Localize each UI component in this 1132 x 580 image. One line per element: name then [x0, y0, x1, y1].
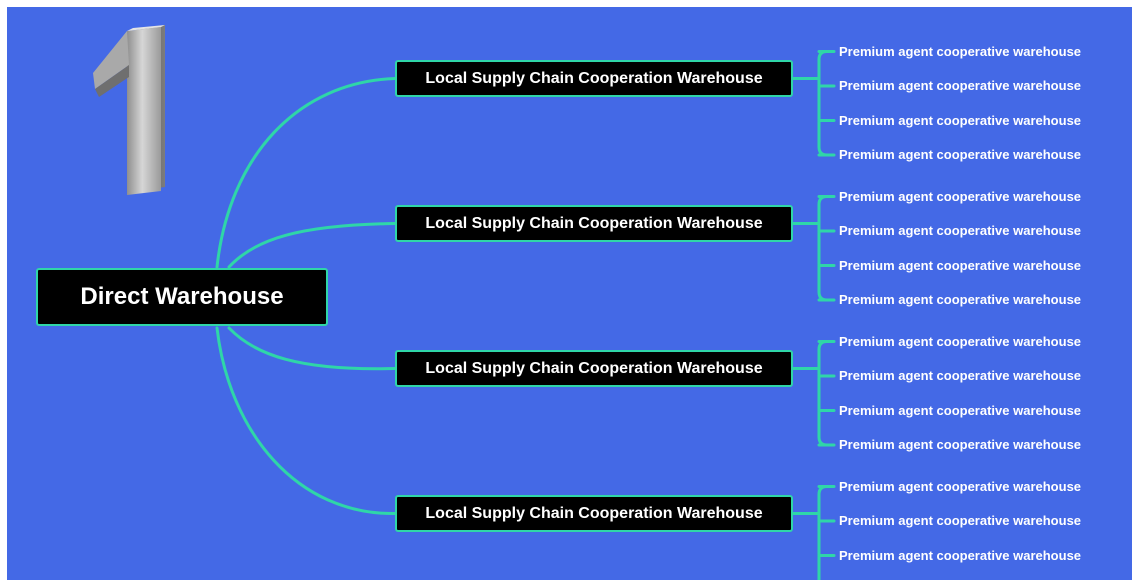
branch-node-label: Local Supply Chain Cooperation Warehouse [425, 359, 763, 377]
leaf-node[interactable]: Premium agent cooperative warehouse [839, 147, 1082, 162]
leaf-node[interactable]: Premium agent cooperative warehouse [839, 437, 1082, 452]
leaf-node[interactable]: Premium agent cooperative warehouse [839, 43, 1082, 59]
branch-node-label: Local Supply Chain Cooperation Warehouse [425, 214, 763, 232]
leaf-node[interactable]: Premium agent cooperative warehouse [839, 292, 1082, 307]
leaf-node[interactable]: Premium agent cooperative warehouse [839, 257, 1082, 273]
mind-map-canvas: 1 Direct Warehouse Local Supply Chain Co… [7, 7, 1132, 580]
connector-lines [215, 50, 836, 580]
leaf-node[interactable]: Premium agent cooperative warehouse [839, 547, 1082, 563]
branch-node-label: Local Supply Chain Cooperation Warehouse [425, 69, 763, 87]
branch-node[interactable]: Local Supply Chain Cooperation Warehouse [395, 495, 793, 532]
branch-node[interactable]: Local Supply Chain Cooperation Warehouse [395, 205, 793, 242]
leaf-node[interactable]: Premium agent cooperative warehouse [839, 223, 1082, 238]
leaf-node[interactable]: Premium agent cooperative warehouse [839, 368, 1082, 383]
root-node[interactable]: Direct Warehouse [36, 268, 328, 326]
root-to-branch-connector [227, 326, 397, 371]
leaf-node[interactable]: Premium agent cooperative warehouse [839, 188, 1082, 204]
leaf-node[interactable]: Premium agent cooperative warehouse [839, 513, 1082, 528]
leaf-node[interactable]: Premium agent cooperative warehouse [839, 78, 1082, 93]
leaf-bracket-connector [817, 50, 829, 157]
leaf-node[interactable]: Premium agent cooperative warehouse [839, 333, 1082, 349]
leaf-bracket-connector [817, 485, 829, 580]
leaf-node[interactable]: Premium agent cooperative warehouse [839, 478, 1082, 494]
branch-node[interactable]: Local Supply Chain Cooperation Warehouse [395, 350, 793, 387]
root-node-label: Direct Warehouse [80, 283, 284, 310]
branch-node[interactable]: Local Supply Chain Cooperation Warehouse [395, 60, 793, 97]
root-to-branch-connector [227, 222, 397, 269]
number-one-badge: 1 [93, 25, 165, 195]
root-to-branch-connector [215, 326, 397, 516]
leaf-node[interactable]: Premium agent cooperative warehouse [839, 112, 1082, 128]
leaf-bracket-connector [817, 340, 829, 447]
leaf-node[interactable]: Premium agent cooperative warehouse [839, 402, 1082, 418]
root-to-branch-connector [215, 77, 397, 269]
leaf-bracket-connector [817, 195, 829, 302]
branch-node-label: Local Supply Chain Cooperation Warehouse [425, 504, 763, 522]
